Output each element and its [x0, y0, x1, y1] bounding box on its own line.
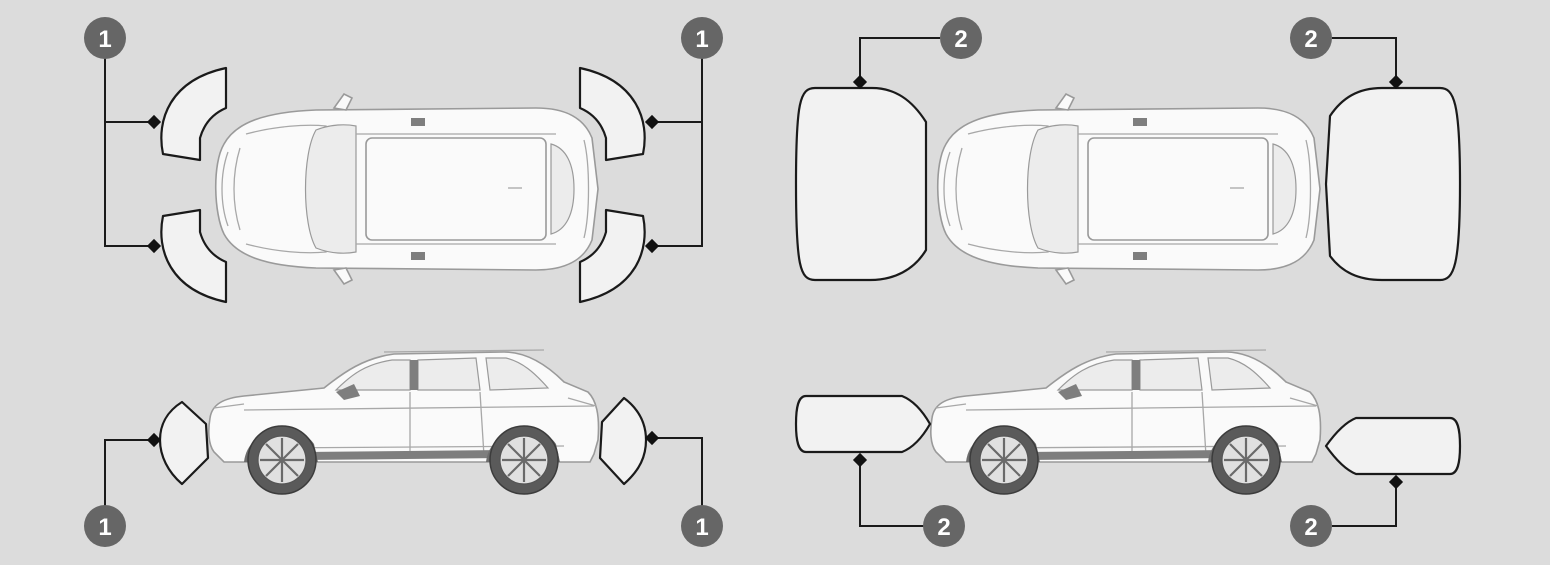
- front-zone: [794, 86, 928, 282]
- leader-dot: [644, 430, 660, 446]
- panel-side-view-zone-2: 2 2: [794, 348, 1462, 547]
- rear-zone: [1324, 86, 1462, 282]
- rear-side-zone: [1324, 416, 1462, 476]
- leader-dot: [1388, 74, 1404, 90]
- vehicle-side-view: [929, 348, 1322, 496]
- rear-side-zone: [598, 396, 648, 486]
- vehicle-top-view: [936, 93, 1321, 285]
- vehicle-side-view: [207, 348, 600, 496]
- callout-badge-1: 1: [681, 17, 723, 59]
- leader-dot: [852, 74, 868, 90]
- leader-line: [859, 37, 940, 82]
- leader-dot: [146, 238, 162, 254]
- leader-dot: [146, 114, 162, 130]
- leader-line: [1332, 37, 1397, 82]
- leader-dot: [1388, 474, 1404, 490]
- callout-badge-1: 1: [84, 17, 126, 59]
- front-left-zone: [160, 66, 228, 162]
- front-right-zone: [160, 208, 228, 304]
- leader-line: [104, 58, 154, 247]
- leader-line: [1332, 482, 1397, 527]
- leader-dot: [644, 114, 660, 130]
- leader-dot: [644, 238, 660, 254]
- leader-dot: [852, 452, 868, 468]
- panel-side-view-zone-1: 1 1: [84, 348, 723, 547]
- vehicle-top-view: [214, 93, 599, 285]
- callout-badge-2: 2: [1290, 505, 1332, 547]
- callout-label: 1: [98, 514, 111, 541]
- callout-label: 2: [1304, 514, 1317, 541]
- callout-label: 1: [695, 514, 708, 541]
- leader-line: [652, 58, 703, 247]
- leader-line: [652, 437, 703, 506]
- callout-badge-2: 2: [1290, 17, 1332, 59]
- callout-label: 2: [954, 26, 967, 53]
- rear-left-zone: [578, 66, 646, 162]
- panel-top-view-zone-2: 2 2: [794, 17, 1462, 285]
- callout-badge-1: 1: [84, 505, 126, 547]
- leader-line: [104, 439, 154, 506]
- callout-label: 2: [937, 514, 950, 541]
- rear-right-zone: [578, 208, 646, 304]
- leader-line: [859, 460, 940, 527]
- front-side-zone: [158, 400, 210, 486]
- callout-badge-2: 2: [940, 17, 982, 59]
- callout-badge-1: 1: [681, 505, 723, 547]
- leader-dot: [146, 432, 162, 448]
- callout-badge-2: 2: [923, 505, 965, 547]
- panel-top-view-zone-1: 1 1: [84, 17, 723, 304]
- callout-label: 1: [98, 26, 111, 53]
- callout-label: 1: [695, 26, 708, 53]
- front-side-zone: [794, 394, 932, 454]
- callout-label: 2: [1304, 26, 1317, 53]
